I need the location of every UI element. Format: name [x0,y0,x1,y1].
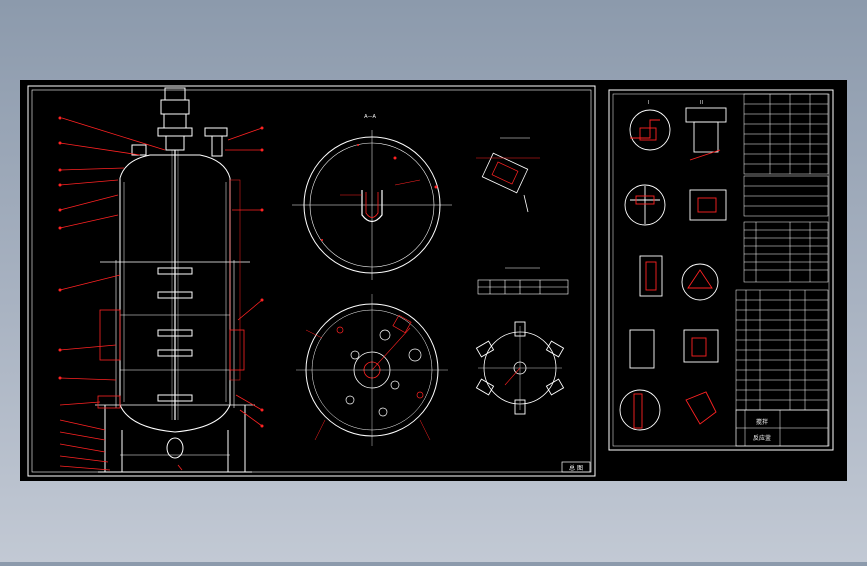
detail-label-1: I [648,100,649,106]
detail-label-2: II [700,100,703,106]
detail-views [619,107,727,431]
sheet-tag: 总 图 [569,464,583,472]
elevation-annotations [59,117,263,471]
title-name-line2: 反应釜 [753,434,771,442]
detail-labels: I II [648,100,703,106]
drawing-sheet [20,80,847,481]
section-view-top: A—A [292,114,452,280]
section-label: A—A [364,114,376,120]
title-block: 搅拌 反应釜 [735,409,829,447]
nozzle-detail [476,137,540,213]
impeller-plan [475,321,565,415]
title-name-line1: 搅拌 [756,418,768,426]
top-plan-view [296,294,448,446]
tech-spec-table [743,93,829,217]
main-drawing-frame: 总 图 [27,85,596,477]
flange-plan-strip [477,267,569,295]
nozzle-table [743,221,829,283]
details-sheet-frame [608,89,834,451]
elevation-balloons [58,116,264,428]
